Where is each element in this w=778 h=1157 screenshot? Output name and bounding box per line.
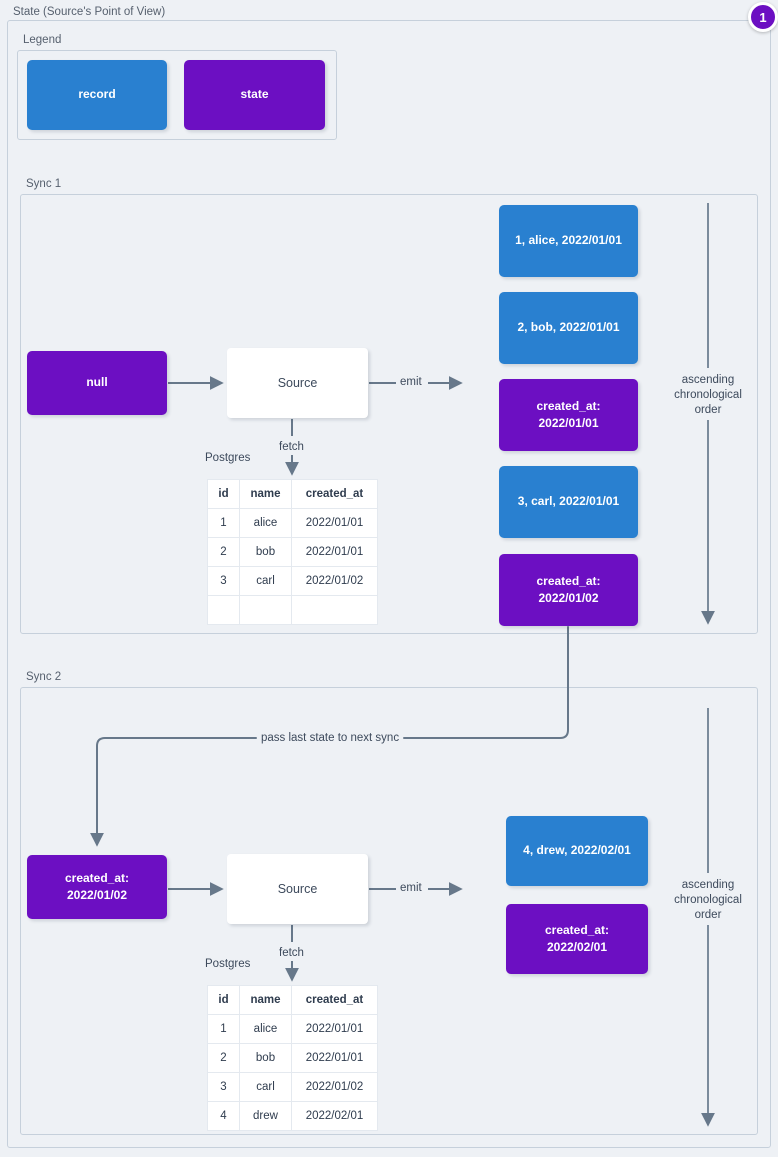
cell-id: 1 [207, 1014, 240, 1044]
column-header-created-at: created_at [291, 479, 378, 509]
table-row: 2 bob 2022/01/01 [207, 537, 378, 567]
table-row: 4 drew 2022/02/01 [207, 1101, 378, 1131]
sync1-emit-label: emit [398, 376, 424, 388]
cell-created-at: 2022/01/02 [291, 1072, 378, 1102]
column-header-name: name [239, 985, 292, 1015]
table-header-row: id name created_at [207, 985, 378, 1015]
sync2-input-state-box: created_at: 2022/01/02 [27, 855, 167, 919]
cell-name: bob [239, 1043, 292, 1073]
sync1-emitted-state-2: created_at: 2022/01/02 [499, 554, 638, 626]
cell-name [239, 595, 292, 625]
cell-id: 3 [207, 566, 240, 596]
cell-created-at: 2022/01/01 [291, 1014, 378, 1044]
cell-id: 4 [207, 1101, 240, 1131]
legend-record-box: record [27, 60, 167, 130]
sync1-fetch-label: fetch [277, 441, 306, 453]
cell-id: 2 [207, 537, 240, 567]
sync1-order-label: ascending chronological order [665, 373, 751, 418]
cell-id: 2 [207, 1043, 240, 1073]
sync1-db-label: Postgres [205, 452, 251, 464]
sync1-label: Sync 1 [22, 178, 66, 191]
sync2-source-box: Source [227, 854, 368, 924]
sync1-emitted-record-3: 3, carl, 2022/01/01 [499, 466, 638, 538]
column-header-id: id [207, 985, 240, 1015]
page-title: State (Source's Point of View) [9, 6, 170, 19]
cell-name: carl [239, 566, 292, 596]
sync2-db-label: Postgres [205, 958, 251, 970]
cell-created-at: 2022/01/01 [291, 508, 378, 538]
cell-id: 1 [207, 508, 240, 538]
table-row: 3 carl 2022/01/02 [207, 1072, 378, 1102]
sync1-emitted-record-1: 1, alice, 2022/01/01 [499, 205, 638, 277]
sync1-postgres-table: id name created_at 1 alice 2022/01/01 2 … [207, 479, 378, 625]
sync2-fetch-label: fetch [277, 947, 306, 959]
table-row: 1 alice 2022/01/01 [207, 508, 378, 538]
sync1-emitted-record-2: 2, bob, 2022/01/01 [499, 292, 638, 364]
cell-id: 3 [207, 1072, 240, 1102]
pass-state-label: pass last state to next sync [259, 732, 402, 744]
cell-id [207, 595, 240, 625]
step-badge[interactable]: 1 [748, 2, 778, 32]
sync2-label: Sync 2 [22, 671, 66, 684]
column-header-id: id [207, 479, 240, 509]
table-row: 3 carl 2022/01/02 [207, 566, 378, 596]
table-row: 2 bob 2022/01/01 [207, 1043, 378, 1073]
sync2-emit-label: emit [398, 882, 424, 894]
cell-created-at: 2022/01/01 [291, 537, 378, 567]
sync2-order-label: ascending chronological order [665, 878, 751, 923]
cell-name: drew [239, 1101, 292, 1131]
legend-label: Legend [19, 34, 66, 47]
cell-created-at: 2022/02/01 [291, 1101, 378, 1131]
sync2-emitted-state-1: created_at: 2022/02/01 [506, 904, 648, 974]
legend-state-box: state [184, 60, 325, 130]
cell-created-at: 2022/01/02 [291, 566, 378, 596]
sync1-source-box: Source [227, 348, 368, 418]
sync2-postgres-table: id name created_at 1 alice 2022/01/01 2 … [207, 985, 378, 1131]
table-header-row: id name created_at [207, 479, 378, 509]
table-row-empty [207, 595, 378, 625]
cell-name: bob [239, 537, 292, 567]
cell-created-at: 2022/01/01 [291, 1043, 378, 1073]
cell-name: alice [239, 508, 292, 538]
column-header-name: name [239, 479, 292, 509]
sync2-emitted-record-1: 4, drew, 2022/02/01 [506, 816, 648, 886]
cell-name: carl [239, 1072, 292, 1102]
column-header-created-at: created_at [291, 985, 378, 1015]
sync1-input-state-box: null [27, 351, 167, 415]
table-row: 1 alice 2022/01/01 [207, 1014, 378, 1044]
sync1-emitted-state-1: created_at: 2022/01/01 [499, 379, 638, 451]
cell-created-at [291, 595, 378, 625]
cell-name: alice [239, 1014, 292, 1044]
